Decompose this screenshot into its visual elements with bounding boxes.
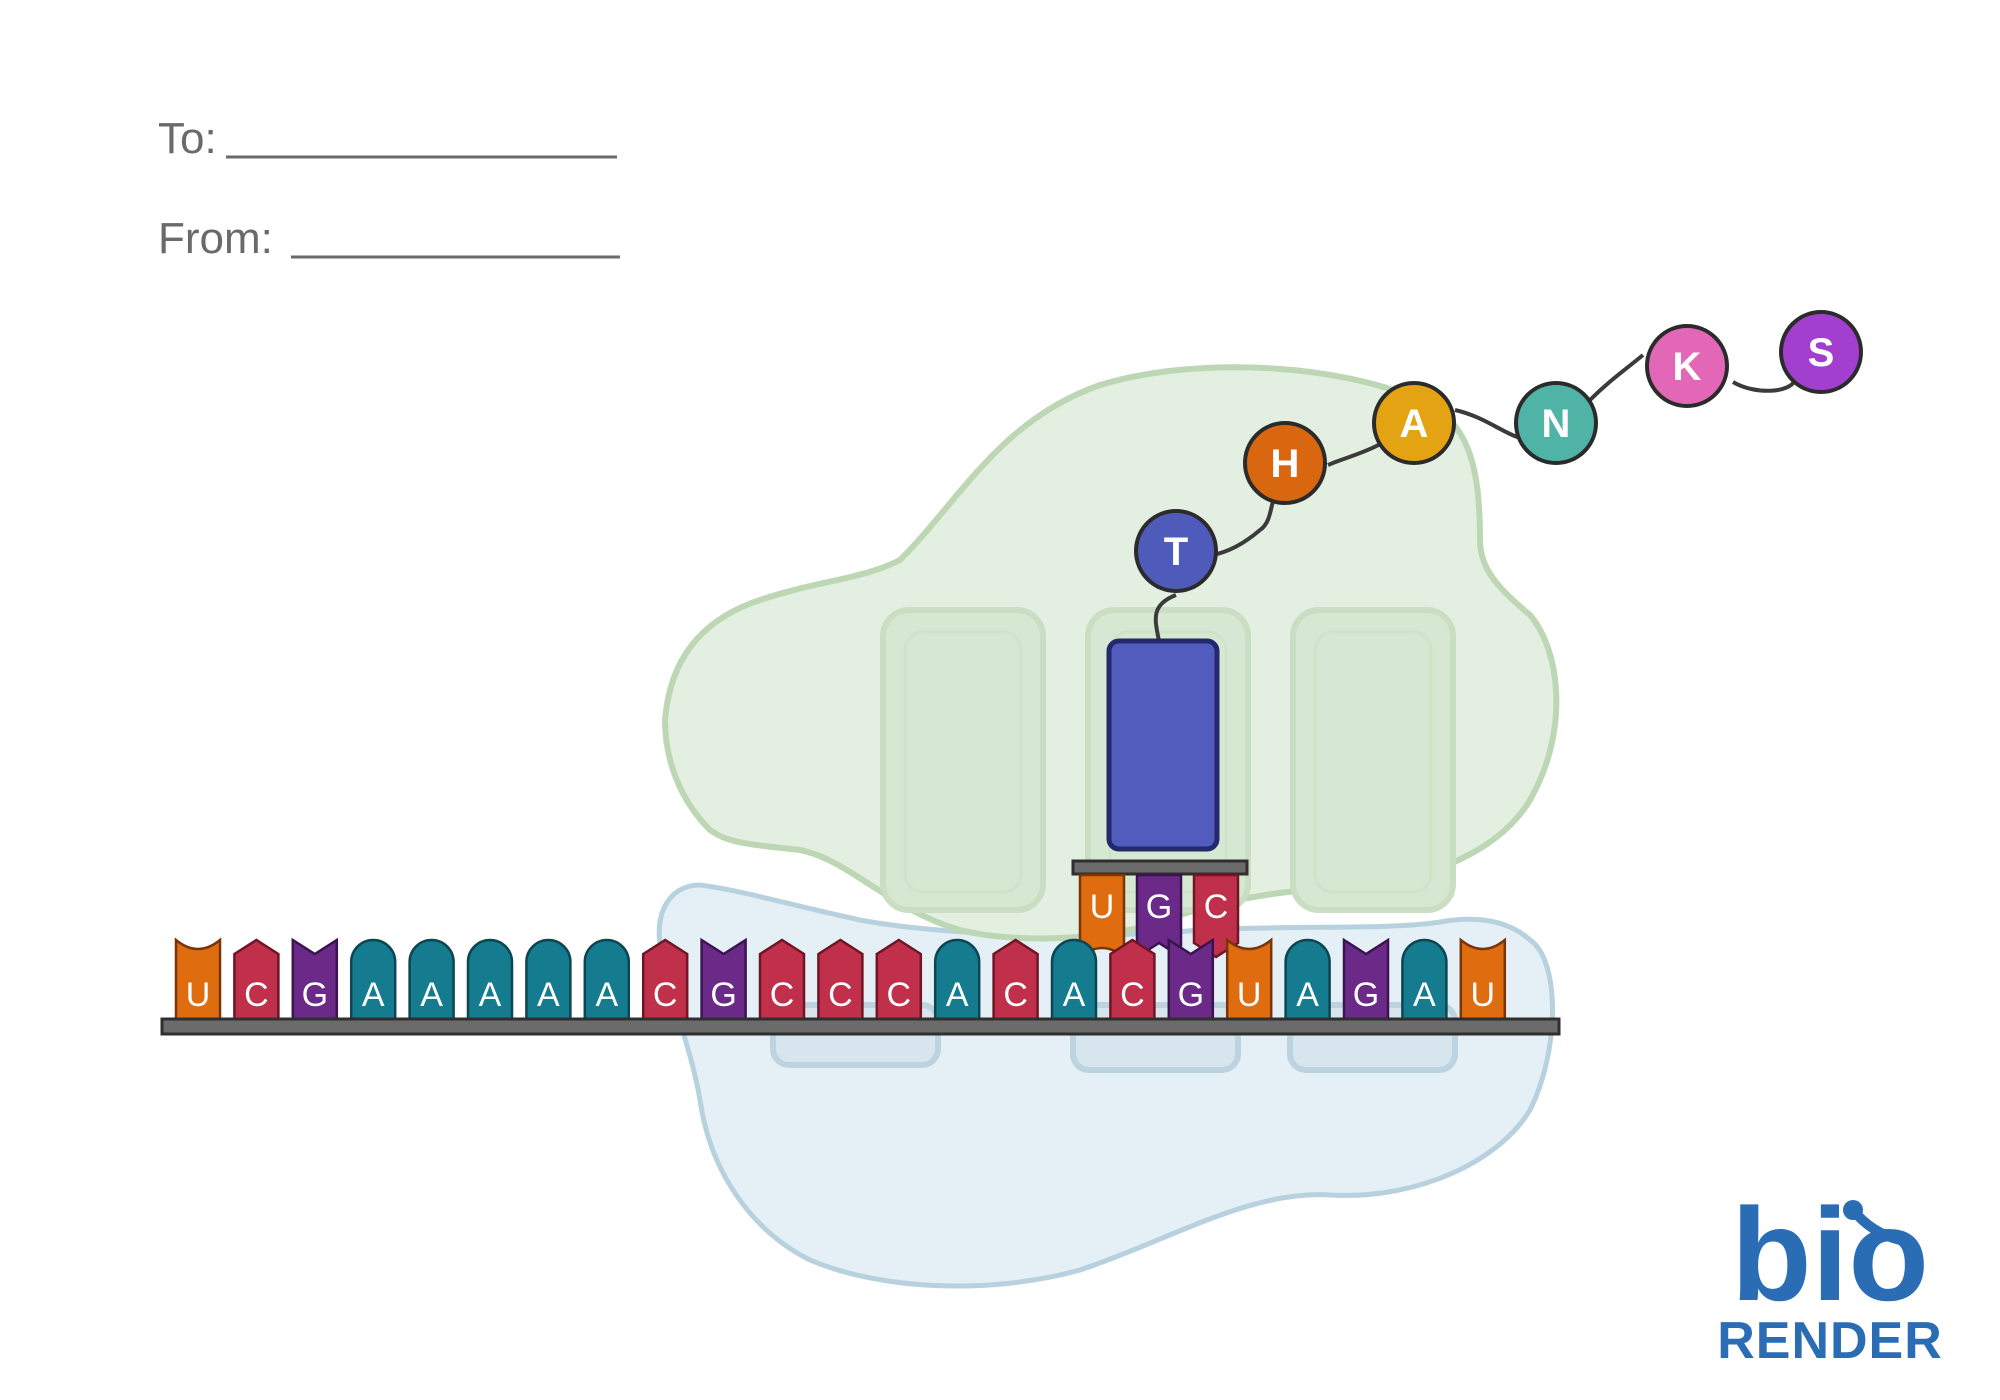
mrna-nucleotide: A [408,938,455,1022]
nucleotide-letter: A [479,976,502,1014]
amino-acid-bead: S [1779,310,1863,394]
nucleotide-shape [933,938,981,1022]
nucleotide-letter: A [1413,976,1436,1014]
amino-acid-circle [1243,421,1327,505]
amino-acid-circle [1372,381,1456,465]
from-label: From: [158,214,273,263]
amino-acid-circle [1134,509,1218,593]
nucleotide-letter: G [1178,976,1204,1014]
amino-acid-circle [1514,381,1598,465]
amino-acid-letter: N [1542,402,1571,446]
trna-body [1106,638,1220,852]
mrna-nucleotide: G [291,937,339,1022]
nucleotide-letter: A [1296,976,1319,1014]
amino-acid-letter: T [1164,530,1188,574]
mrna-nucleotide: A [933,938,981,1022]
nucleotide-letter: U [1237,976,1262,1014]
amino-acid-circle [1779,310,1863,394]
logo-link [1849,1206,1902,1245]
mrna-nucleotide: C [817,938,864,1022]
mrna-nucleotide: U [1459,937,1507,1022]
mrna-nucleotide: A [525,938,572,1022]
mrna-nucleotide: A [466,938,514,1022]
nucleotide-letter: A [420,976,443,1014]
nucleotide-shape [1050,938,1098,1022]
nucleotide-letter: A [946,976,969,1014]
mrna-nucleotide: A [583,938,631,1022]
amino-acid-bead: K [1645,324,1729,408]
nucleotide-letter: C [653,976,678,1014]
mrna-nucleotide: C [233,938,280,1022]
mrna-nucleotide: U [1225,937,1273,1022]
nucleotide-shape [1225,937,1273,1022]
mrna-nucleotide: A [1401,938,1448,1022]
mrna-nucleotide: C [641,938,689,1022]
nucleotide-shape [349,938,397,1022]
mrna-nucleotide: A [1050,938,1098,1022]
nucleotide-letter: C [828,976,853,1014]
mrna-nucleotide: U [174,937,222,1022]
amino-acid-letter: K [1673,345,1702,389]
amino-acid-letter: H [1271,442,1300,486]
mrna-nucleotide: A [1284,938,1331,1022]
anticodon-letter: U [1090,888,1115,926]
nucleotide-letter: C [1003,976,1028,1014]
nucleotide-shape [408,938,455,1022]
amino-acid-bead: H [1243,421,1327,505]
nucleotide-shape [583,938,631,1022]
amino-acid-letter: A [1400,402,1429,446]
nucleotide-shape [1401,938,1448,1022]
nucleotide-letter: A [362,976,385,1014]
anticodon-nucleotide: C [1192,873,1240,959]
logo-bio-text: bio [1731,1181,1929,1328]
nucleotide-shape [466,938,514,1022]
nucleotide-letter: A [595,976,618,1014]
nucleotide-shape [174,937,222,1022]
mrna-nucleotide: C [758,938,806,1022]
nucleotide-letter: C [1120,976,1145,1014]
nucleotide-shape [525,938,572,1022]
nucleotide-letter: C [770,976,795,1014]
nucleotide-letter: C [887,976,912,1014]
logo-render-text: RENDER [1717,1312,1943,1370]
amino-acid-letter: S [1808,331,1835,375]
mrna-nucleotide: C [992,938,1039,1022]
amino-acid-bead: N [1514,381,1598,465]
peptide-chain: T H A N K S [1134,310,1863,593]
amino-acid-bead: T [1134,509,1218,593]
nucleotide-letter: A [537,976,560,1014]
nucleotide-letter: C [244,976,269,1014]
nucleotide-letter: G [1353,976,1379,1014]
nucleotide-letter: A [1063,976,1086,1014]
address-form: To: From: [158,114,620,263]
nucleotide-letter: U [186,976,211,1014]
nucleotide-shape [1459,937,1507,1022]
nucleotide-letter: G [302,976,328,1014]
nucleotide-letter: U [1471,976,1496,1014]
mrna-nucleotide: A [349,938,397,1022]
mrna-nucleotide: C [875,938,923,1022]
biorender-logo: bio RENDER [1717,1181,1943,1370]
nucleotide-shape [1284,938,1331,1022]
mrna-nucleotide: C [1109,938,1156,1022]
anticodon-letter: C [1204,888,1229,926]
mrna-nucleotide: G [1342,937,1390,1022]
to-label: To: [158,114,217,163]
mrna-nucleotide: G [1167,937,1215,1022]
peptide-bond-chain [1153,353,1797,642]
nucleotide-letter: G [710,976,736,1014]
mrna-backbone [160,1017,1561,1036]
anticodon-letter: G [1146,888,1172,926]
amino-acid-bead: A [1372,381,1456,465]
amino-acid-circle [1645,324,1729,408]
trna-backbone [1071,859,1249,876]
